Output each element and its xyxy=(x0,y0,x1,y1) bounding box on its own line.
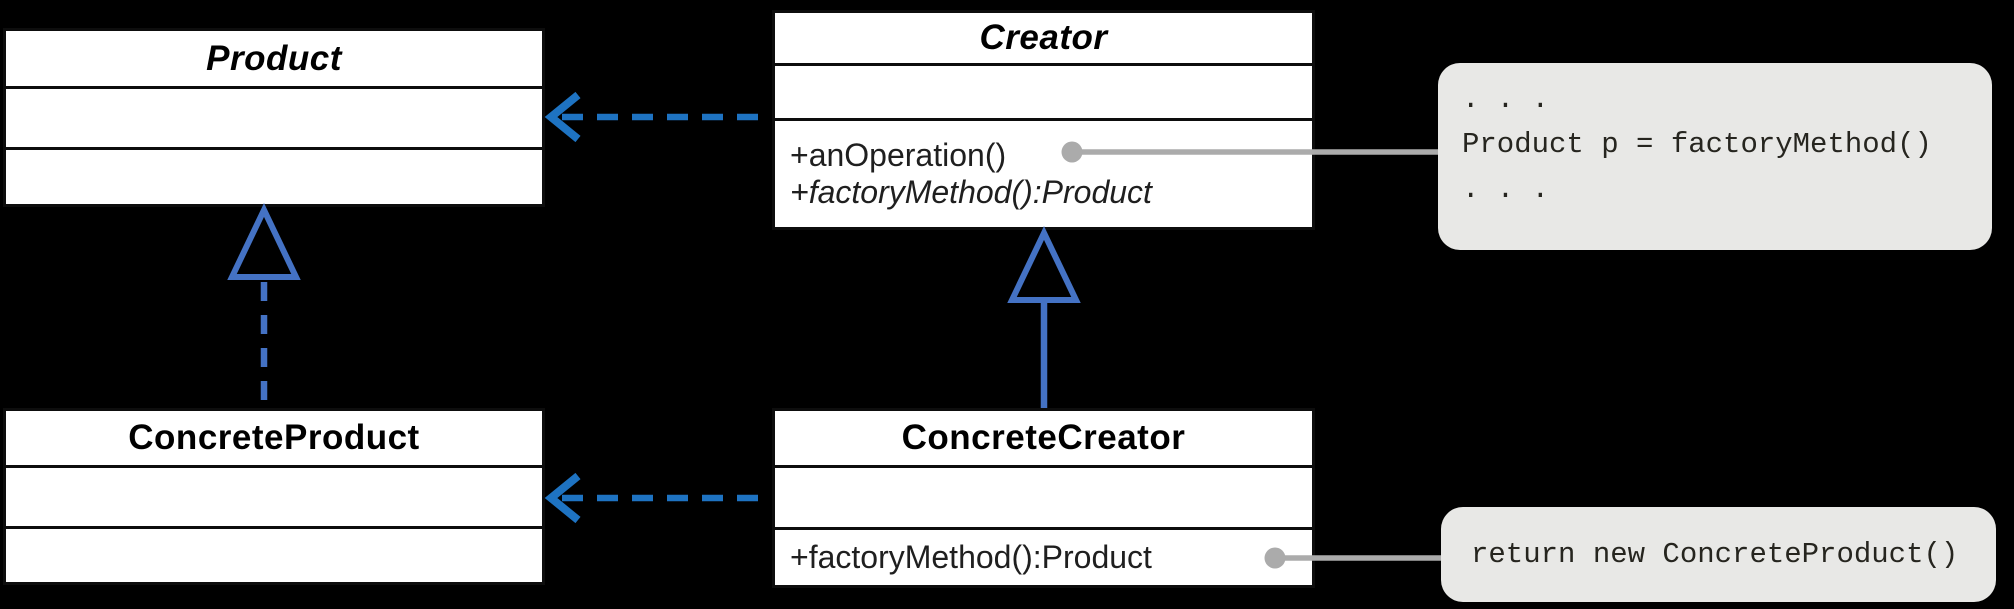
class-concrete-product-operations xyxy=(6,529,542,582)
class-concrete-product: ConcreteProduct xyxy=(3,408,545,585)
note-creator-an-operation: . . . Product p = factoryMethod() . . . xyxy=(1438,63,1992,250)
note-concrete-creator-factory-method: return new ConcreteProduct() xyxy=(1441,507,1996,602)
class-concrete-product-attributes xyxy=(6,468,542,529)
class-concrete-creator-name: ConcreteCreator xyxy=(775,411,1312,468)
class-concrete-creator-operations: +factoryMethod():Product xyxy=(775,530,1312,585)
note-line-code: Product p = factoryMethod() xyxy=(1462,128,1932,161)
class-concrete-creator: ConcreteCreator +factoryMethod():Product xyxy=(772,408,1315,588)
note-line-ellipsis-top: . . . xyxy=(1462,83,1550,116)
class-creator-name: Creator xyxy=(775,13,1312,66)
class-product-name: Product xyxy=(6,31,542,89)
realization-arrow-concrete-product-to-product xyxy=(227,203,301,408)
generalization-arrow-concrete-creator-to-creator xyxy=(1007,226,1081,408)
note-line-return-code: return new ConcreteProduct() xyxy=(1471,538,1959,571)
dependency-arrow-creator-to-product xyxy=(544,91,772,143)
dependency-arrow-concrete-creator-to-concrete-product xyxy=(544,472,772,524)
method-an-operation: +anOperation() xyxy=(790,137,1007,173)
class-product-operations xyxy=(6,150,542,204)
class-product: Product xyxy=(3,28,545,207)
class-creator-operations: +anOperation() +factoryMethod():Product xyxy=(775,121,1312,227)
class-product-attributes xyxy=(6,89,542,150)
note-line-ellipsis-bottom: . . . xyxy=(1462,173,1550,206)
method-factory-method-concrete: +factoryMethod():Product xyxy=(790,539,1152,575)
method-factory-method-abstract: +factoryMethod():Product xyxy=(790,174,1152,210)
class-concrete-creator-attributes xyxy=(775,468,1312,530)
class-creator-attributes xyxy=(775,66,1312,121)
class-creator: Creator +anOperation() +factoryMethod():… xyxy=(772,10,1315,230)
class-concrete-product-name: ConcreteProduct xyxy=(6,411,542,468)
